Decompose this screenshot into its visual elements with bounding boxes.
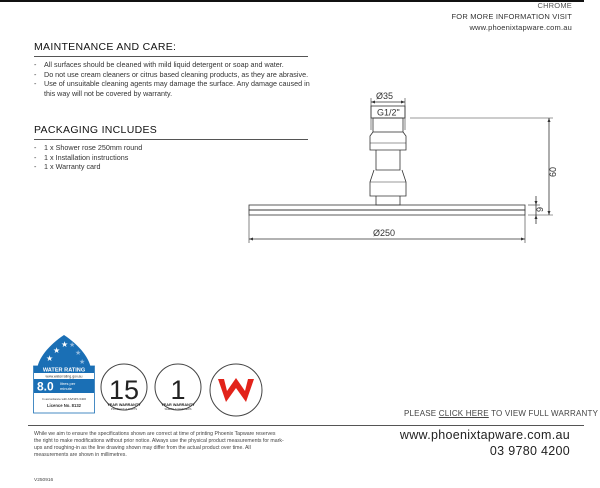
finish-label: CHROME: [537, 1, 572, 10]
packaging-rule: [34, 139, 308, 140]
top-rule: [0, 0, 584, 2]
warranty-link-line: PLEASE CLICK HERE TO VIEW FULL WARRANTY: [404, 409, 598, 418]
star-icon: ★: [61, 340, 68, 349]
rating-border: [33, 365, 95, 414]
joint-base: [375, 196, 401, 206]
footer-website[interactable]: www.phoenixtapware.com.au: [399, 428, 570, 442]
warranty-1-badge: [154, 363, 202, 411]
header-info: CHROME FOR MORE INFORMATION VISIT www.ph…: [452, 0, 572, 33]
arrow: [534, 201, 538, 205]
watermark-logo: [209, 363, 263, 417]
maintenance-rule: [34, 56, 308, 57]
rating-unit-line1: litres per: [60, 381, 76, 386]
diameter-label: Ø250: [373, 228, 395, 238]
warranty-suffix: TO VIEW FULL WARRANTY: [491, 409, 599, 418]
arrow: [401, 100, 405, 104]
list-item: 1 x Warranty card: [34, 162, 314, 172]
water-drop-shape: [37, 335, 91, 371]
ball-joint: [369, 169, 407, 197]
packaging-list: 1 x Shower rose 250mm round 1 x Installa…: [34, 143, 314, 172]
rose-plate-top: [248, 204, 526, 211]
rating-value: 8.0: [37, 380, 54, 394]
rose-plate-bottom: [248, 209, 526, 216]
list-item: Use of unsuitable cleaning agents may da…: [34, 79, 314, 98]
watermark-w-icon: [218, 378, 254, 402]
arrow: [371, 100, 375, 104]
rating-banner: [34, 366, 94, 373]
arm-neck: [375, 150, 401, 171]
disclaimer-text: While we aim to ensure the specification…: [34, 431, 284, 458]
warranty-15-badge: [100, 363, 148, 411]
header-url[interactable]: www.phoenixtapware.com.au: [469, 23, 572, 32]
arrow: [547, 211, 551, 215]
arrow: [521, 237, 525, 241]
list-item: 1 x Installation instructions: [34, 153, 314, 163]
list-item: 1 x Shower rose 250mm round: [34, 143, 314, 153]
rating-website: www.waterrating.gov.au: [46, 375, 83, 379]
thickness-label: 9: [535, 207, 545, 212]
arrow: [249, 237, 253, 241]
arm-nut: [369, 131, 407, 151]
dim-top-label: Ø35: [376, 91, 393, 101]
warranty-1-subcaption: SHERS & WASHERS: [164, 407, 191, 411]
height-label: 60: [548, 167, 558, 177]
version-code: V250916: [34, 478, 54, 483]
packaging-title: PACKAGING INCLUDES: [34, 124, 158, 136]
rating-stars: ★ ★ ★: [46, 340, 68, 363]
click-here-link[interactable]: CLICK HERE: [438, 409, 489, 418]
rating-value-box: [34, 379, 94, 393]
star-outline-icon: ★: [69, 341, 75, 349]
water-rating-graphic: ★ ★ ★ ★ ★ ★ WATER RATING www.waterrating…: [33, 335, 95, 414]
list-item: Do not use cream cleaners or citrus base…: [34, 70, 314, 80]
star-icon: ★: [53, 346, 60, 355]
thread-label: G1/2": [377, 108, 400, 118]
maintenance-list: All surfaces should be cleaned with mild…: [34, 60, 314, 98]
star-icon: ★: [46, 354, 53, 363]
footer-rule: [28, 425, 584, 426]
warranty-15-subcaption: PRODUCT & PARTS: [111, 407, 137, 411]
star-outline-icon: ★: [79, 358, 85, 366]
warranty-1-years: 1: [170, 375, 185, 405]
rating-fine-print: In accordance with AS/NZS 6400: [42, 397, 86, 401]
list-item: All surfaces should be cleaned with mild…: [34, 60, 314, 70]
rating-unit-line2: minute: [60, 386, 73, 391]
info-label: FOR MORE INFORMATION VISIT: [451, 12, 572, 21]
warranty-1-caption: YEAR WARRANTY: [161, 403, 195, 407]
maintenance-title: MAINTENANCE AND CARE:: [34, 41, 177, 53]
water-rating-badge: ★ ★ ★ ★ ★ ★ WATER RATING www.waterrating…: [33, 333, 95, 415]
warranty-15-years: 15: [109, 375, 139, 405]
rating-licence: Licence No. 8132: [47, 403, 82, 408]
warranty-15-caption: YEAR WARRANTY: [107, 403, 141, 407]
arrow: [534, 215, 538, 219]
arrow: [547, 118, 551, 122]
rating-label: WATER RATING: [43, 368, 85, 374]
star-outline-icon: ★: [75, 349, 81, 357]
empty-stars: ★ ★ ★: [69, 341, 85, 366]
warranty-prefix: PLEASE: [404, 409, 437, 418]
arm-section: [372, 117, 404, 133]
footer-phone: 03 9780 4200: [489, 444, 570, 458]
